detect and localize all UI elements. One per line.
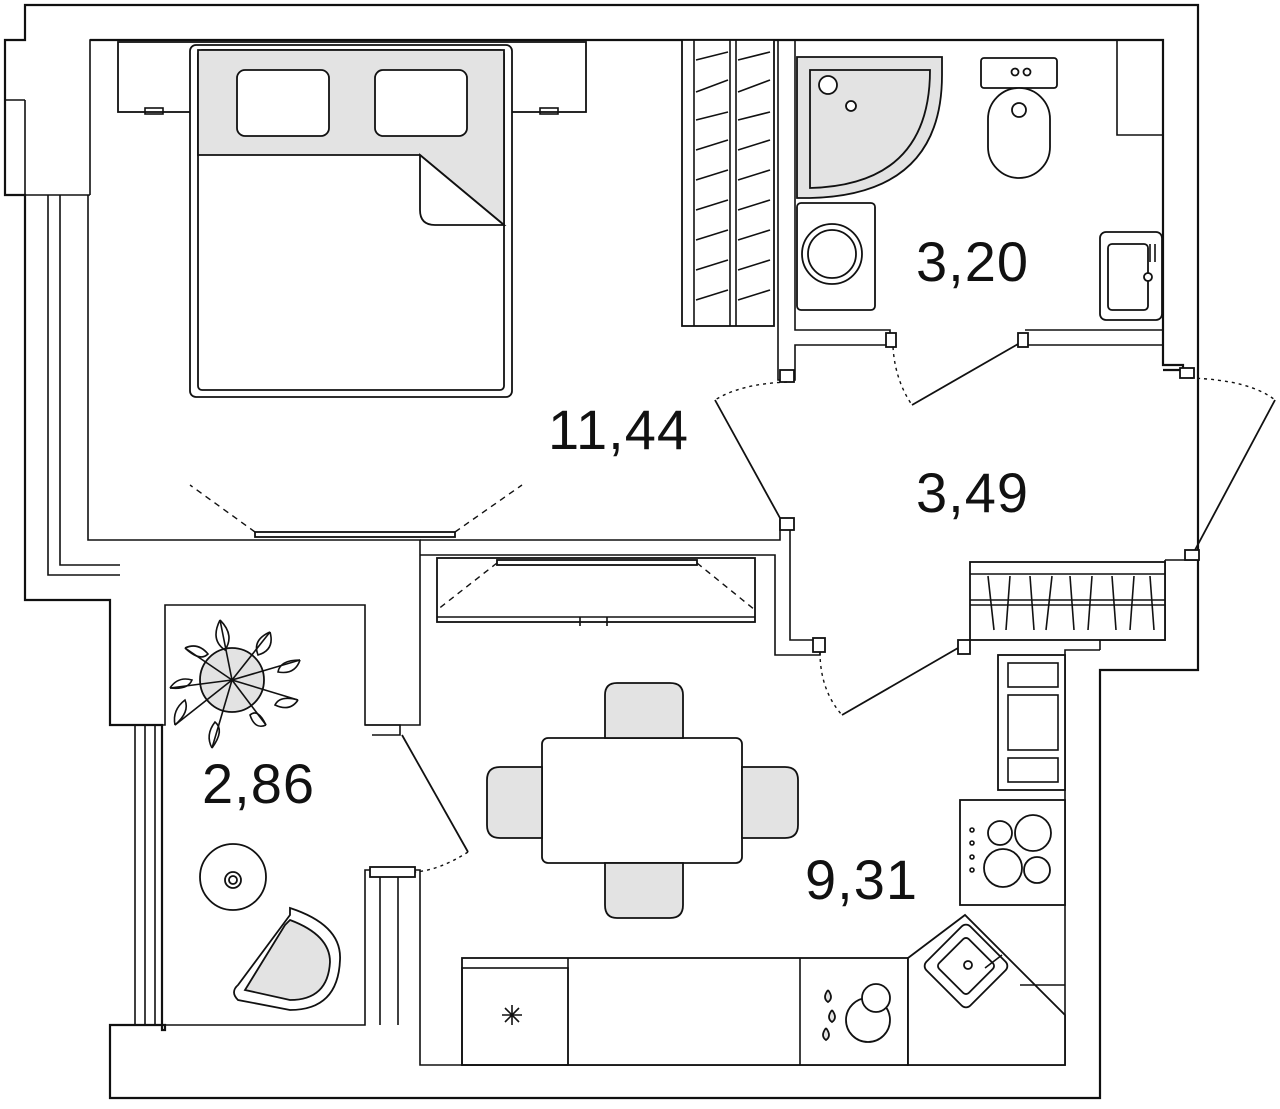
bathroom-door: [885, 332, 1029, 406]
wall-outline: [4, 4, 1199, 1099]
wardrobe-bedroom: [681, 39, 775, 327]
pillow-right-icon: [374, 69, 468, 137]
wall-cabinet: [997, 654, 1066, 791]
balcony-furniture: [199, 843, 341, 1011]
bathroom-fixtures: [796, 56, 1163, 321]
chair-top-icon: [604, 682, 684, 739]
balcony-door: [369, 734, 469, 878]
dining-set: [486, 682, 799, 919]
fridge-icon: [502, 1005, 522, 1025]
wardrobe-hallway: [969, 561, 1166, 641]
chair-bottom-icon: [604, 862, 684, 919]
room-area-bathroom: 3,20: [916, 230, 1029, 293]
room-area-bedroom: 11,44: [548, 398, 689, 461]
pillow-left-icon: [236, 69, 330, 137]
kitchen-units: [461, 654, 1066, 1066]
tv-cabinet: [436, 557, 756, 626]
plant-icon: [169, 619, 301, 749]
chair-left-icon: [486, 766, 543, 839]
room-area-kitchen: 9,31: [805, 848, 918, 911]
dishwasher-icon: [822, 983, 891, 1043]
tv-bedroom-icon: [189, 484, 523, 538]
room-area-balcony: 2,86: [202, 752, 315, 815]
bed: [117, 41, 587, 398]
counter: [461, 957, 909, 1066]
dining-table: [541, 737, 743, 864]
chair-right-icon: [741, 766, 799, 839]
hallway-doors: [714, 367, 1276, 716]
room-area-hallway: 3,49: [916, 461, 1029, 524]
